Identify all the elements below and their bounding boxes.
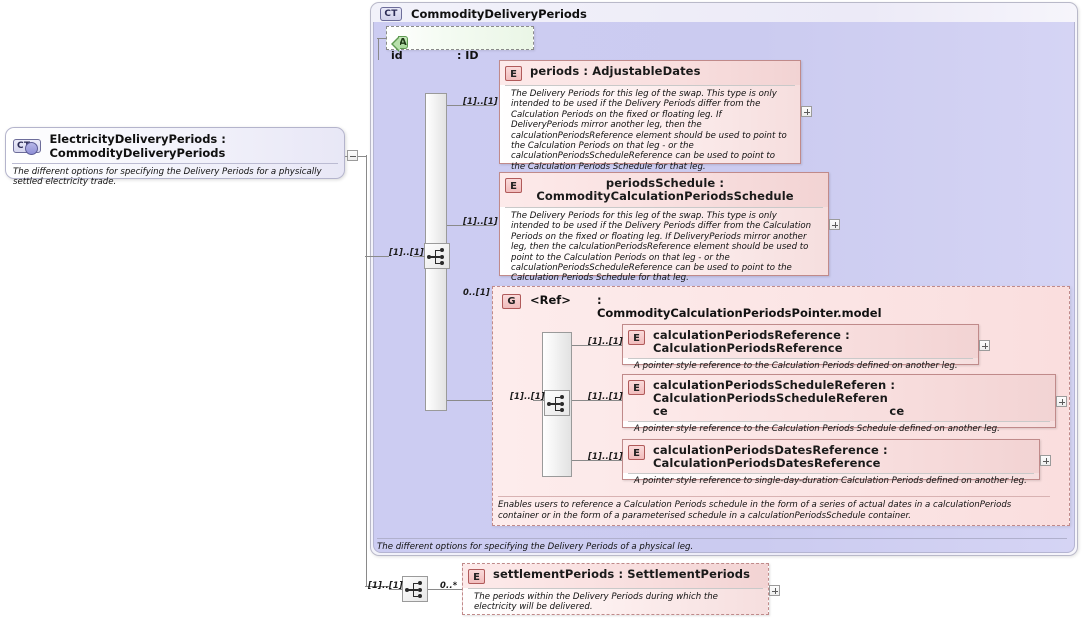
connector — [377, 37, 387, 39]
element-calculation-periods-reference-box[interactable]: E calculationPeriodsReference : Calculat… — [622, 324, 979, 371]
element-periods-title: periods : AdjustableDates — [530, 64, 701, 78]
element-badge: E — [468, 569, 485, 584]
element-settlement-periods-expander[interactable] — [769, 585, 780, 596]
element-title-line1: calculationPeriodsScheduleReferen : Calc… — [653, 378, 896, 405]
element-periods-schedule-box[interactable]: E periodsSchedule : CommodityCalculation… — [499, 172, 829, 283]
element-badge: E — [628, 380, 645, 395]
connector — [572, 399, 622, 401]
connector — [572, 459, 622, 461]
element-badge: E — [628, 330, 645, 345]
element-doc: A pointer style reference to the Calcula… — [628, 421, 1050, 438]
element-periods-expander[interactable] — [801, 106, 812, 117]
group-ref-doc: Enables users to reference a Calculation… — [498, 496, 1050, 522]
element-periods-schedule-cardinality: [1]..[1] — [463, 216, 498, 226]
choice-cardinality: [1]..[1] — [389, 247, 424, 257]
element-settlement-periods-box[interactable]: E settlementPeriods : SettlementPeriods … — [462, 563, 769, 615]
root-element-badge: CT — [13, 139, 42, 155]
group-badge: G — [502, 294, 521, 309]
complex-type-header: CT CommodityDeliveryPeriods — [374, 4, 1074, 23]
element-periods-doc: The Delivery Periods for this leg of the… — [505, 85, 795, 176]
element-periods-schedule-title: periodsSchedule : CommodityCalculationPe… — [536, 176, 794, 203]
connector — [377, 38, 379, 60]
connector — [447, 399, 493, 401]
child-cardinality: [1]..[1] — [588, 451, 623, 461]
sequence-cardinality: [1]..[1] — [368, 580, 403, 590]
choice-compositor-icon[interactable] — [424, 243, 450, 269]
attribute-title: id : ID — [391, 49, 527, 62]
element-title: calculationPeriodsScheduleReferen : Calc… — [653, 379, 1043, 418]
root-element-doc: The different options for specifying the… — [12, 163, 338, 188]
connector — [447, 104, 495, 106]
element-settlement-periods-title: settlementPeriods : SettlementPeriods — [493, 567, 751, 581]
connector — [358, 155, 366, 157]
element-calculation-periods-schedule-reference-expander[interactable] — [1056, 396, 1067, 407]
element-settlement-periods-doc: The periods within the Delivery Periods … — [468, 588, 763, 617]
sequence-compositor-icon[interactable] — [402, 576, 428, 602]
complex-type-badge: CT — [380, 6, 402, 21]
connector — [345, 155, 348, 157]
group-ref-type: : CommodityCalculationPeriodsPointer.mod… — [596, 293, 882, 320]
group-sequence-compositor-icon[interactable] — [544, 390, 570, 416]
attribute-id-box[interactable]: A id : ID — [386, 26, 534, 62]
element-badge: E — [505, 66, 522, 81]
root-collapse-toggle[interactable] — [347, 150, 358, 161]
connector — [365, 155, 367, 255]
element-badge: E — [628, 445, 645, 460]
expand-plus-icon[interactable] — [25, 141, 39, 155]
element-title: calculationPeriodsReference : Calculatio… — [653, 328, 850, 355]
child-cardinality: [1]..[1] — [588, 336, 623, 346]
complex-type-title: CommodityDeliveryPeriods — [411, 6, 587, 21]
element-calculation-periods-schedule-reference-box[interactable]: E calculationPeriodsScheduleReferen : Ca… — [622, 374, 1056, 434]
attribute-badge: A — [398, 36, 408, 49]
connector — [365, 255, 367, 586]
element-title: calculationPeriodsDatesReference : Calcu… — [653, 443, 888, 470]
group-ref-header[interactable]: G <Ref> : CommodityCalculationPeriodsPoi… — [496, 290, 1056, 320]
element-calculation-periods-reference-expander[interactable] — [979, 340, 990, 351]
root-element-title: ElectricityDeliveryPeriods : CommodityDe… — [49, 132, 226, 160]
group-ref-name: <Ref> — [530, 293, 571, 307]
connector — [533, 399, 544, 401]
element-periods-schedule-doc: The Delivery Periods for this leg of the… — [505, 207, 823, 288]
connector — [428, 588, 462, 590]
connector — [413, 255, 425, 257]
connector — [365, 585, 389, 587]
complex-type-doc: The different options for specifying the… — [377, 538, 1067, 552]
attribute-name: id — [391, 49, 403, 62]
element-doc: A pointer style reference to single-day-… — [628, 473, 1034, 490]
element-settlement-periods-cardinality: 0..* — [440, 580, 458, 590]
attribute-type: : ID — [457, 49, 479, 62]
element-title-line2: ce ce — [653, 404, 905, 418]
element-periods-box[interactable]: E periods : AdjustableDates The Delivery… — [499, 60, 801, 172]
element-calculation-periods-dates-reference-box[interactable]: E calculationPeriodsDatesReference : Cal… — [622, 439, 1040, 486]
group-inner-cardinality: [1]..[1] — [510, 391, 545, 401]
connector — [572, 344, 622, 346]
connector — [389, 588, 402, 590]
child-cardinality: [1]..[1] — [588, 391, 623, 401]
root-element-badge-label: CT — [17, 141, 31, 151]
element-doc: A pointer style reference to the Calcula… — [628, 358, 973, 375]
element-periods-cardinality: [1]..[1] — [463, 96, 498, 106]
element-calculation-periods-dates-reference-expander[interactable] — [1040, 455, 1051, 466]
connector — [447, 224, 495, 226]
root-element-box[interactable]: CT ElectricityDeliveryPeriods : Commodit… — [5, 127, 345, 187]
group-ref-title: <Ref> : CommodityCalculationPeriodsPoint… — [530, 293, 882, 320]
element-badge: E — [505, 178, 522, 193]
connector — [365, 255, 389, 257]
element-periods-schedule-expander[interactable] — [829, 219, 840, 230]
group-ref-cardinality: 0..[1] — [463, 287, 490, 297]
